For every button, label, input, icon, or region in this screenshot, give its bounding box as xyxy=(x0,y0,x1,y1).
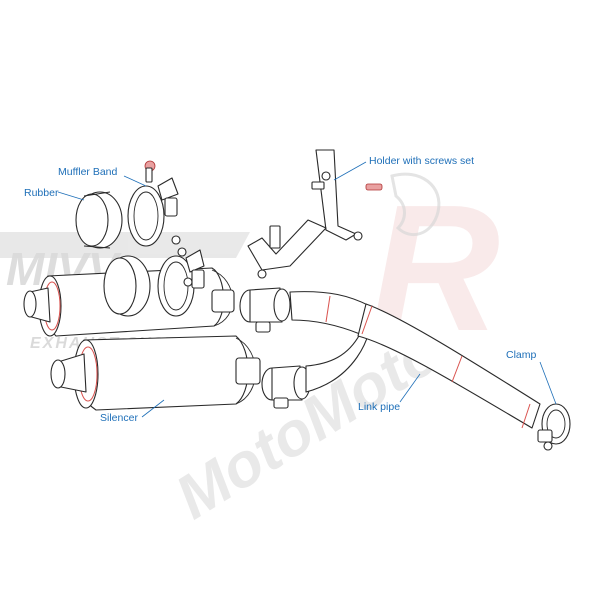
callout-holder-label: Holder with screws set xyxy=(369,155,474,167)
callout-clamp-label: Clamp xyxy=(506,349,537,361)
holder-bracket xyxy=(247,149,383,279)
callout-clamp: Clamp xyxy=(506,349,557,405)
callout-muffler-band: Muffler Band xyxy=(58,166,147,187)
rubber-lower xyxy=(103,255,151,317)
clamp xyxy=(537,403,571,451)
rubber-upper xyxy=(75,191,123,249)
callout-silencer: Silencer xyxy=(100,399,165,424)
callout-muffler-band-label: Muffler Band xyxy=(58,166,117,178)
callout-rubber-label: Rubber xyxy=(24,187,59,199)
callout-silencer-label: Silencer xyxy=(100,412,138,424)
link-pipe xyxy=(289,291,541,429)
callout-rubber: Rubber xyxy=(24,187,85,201)
muffler-band-upper xyxy=(127,160,179,247)
muffler-band-lower xyxy=(157,249,205,317)
lower-silencer xyxy=(50,335,261,411)
screws-and-nuts xyxy=(145,167,193,287)
watermark-horse-head xyxy=(390,172,441,237)
callout-link-pipe-label: Link pipe xyxy=(358,401,400,413)
watermark-swoosh xyxy=(0,232,250,258)
callout-link-pipe: Link pipe xyxy=(358,373,421,413)
callout-holder: Holder with screws set xyxy=(333,155,474,181)
